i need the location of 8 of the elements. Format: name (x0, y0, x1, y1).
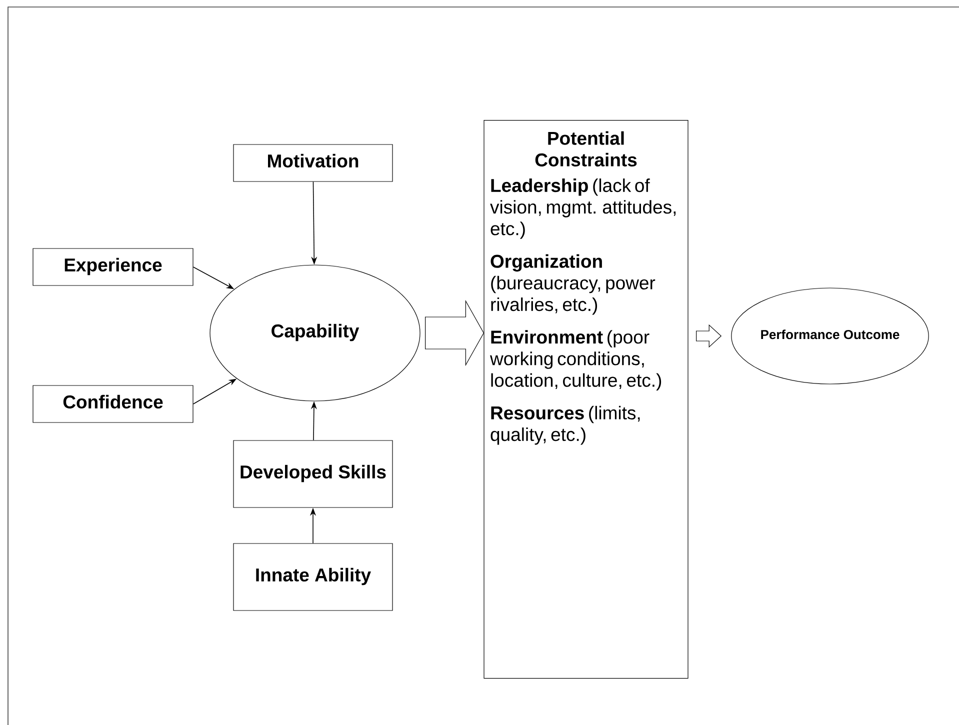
factor-box: Innate Ability (233, 543, 393, 611)
block-arrow (425, 300, 484, 366)
constraints-box: Potential Constraints Leadership (lack of vision, mgmt. attitudes, etc.) Organization (bureaucracy, power rivalries, etc.) Environment (poor working conditions, location, culture, etc.) Resources (limits, quality, etc.) (484, 120, 688, 679)
factor-box: Developed Skills (233, 440, 393, 508)
factor-box: Experience (32, 248, 194, 286)
factor-box: Confidence (32, 385, 194, 423)
factor-box: Motivation (233, 144, 393, 182)
block-arrow (696, 324, 722, 348)
